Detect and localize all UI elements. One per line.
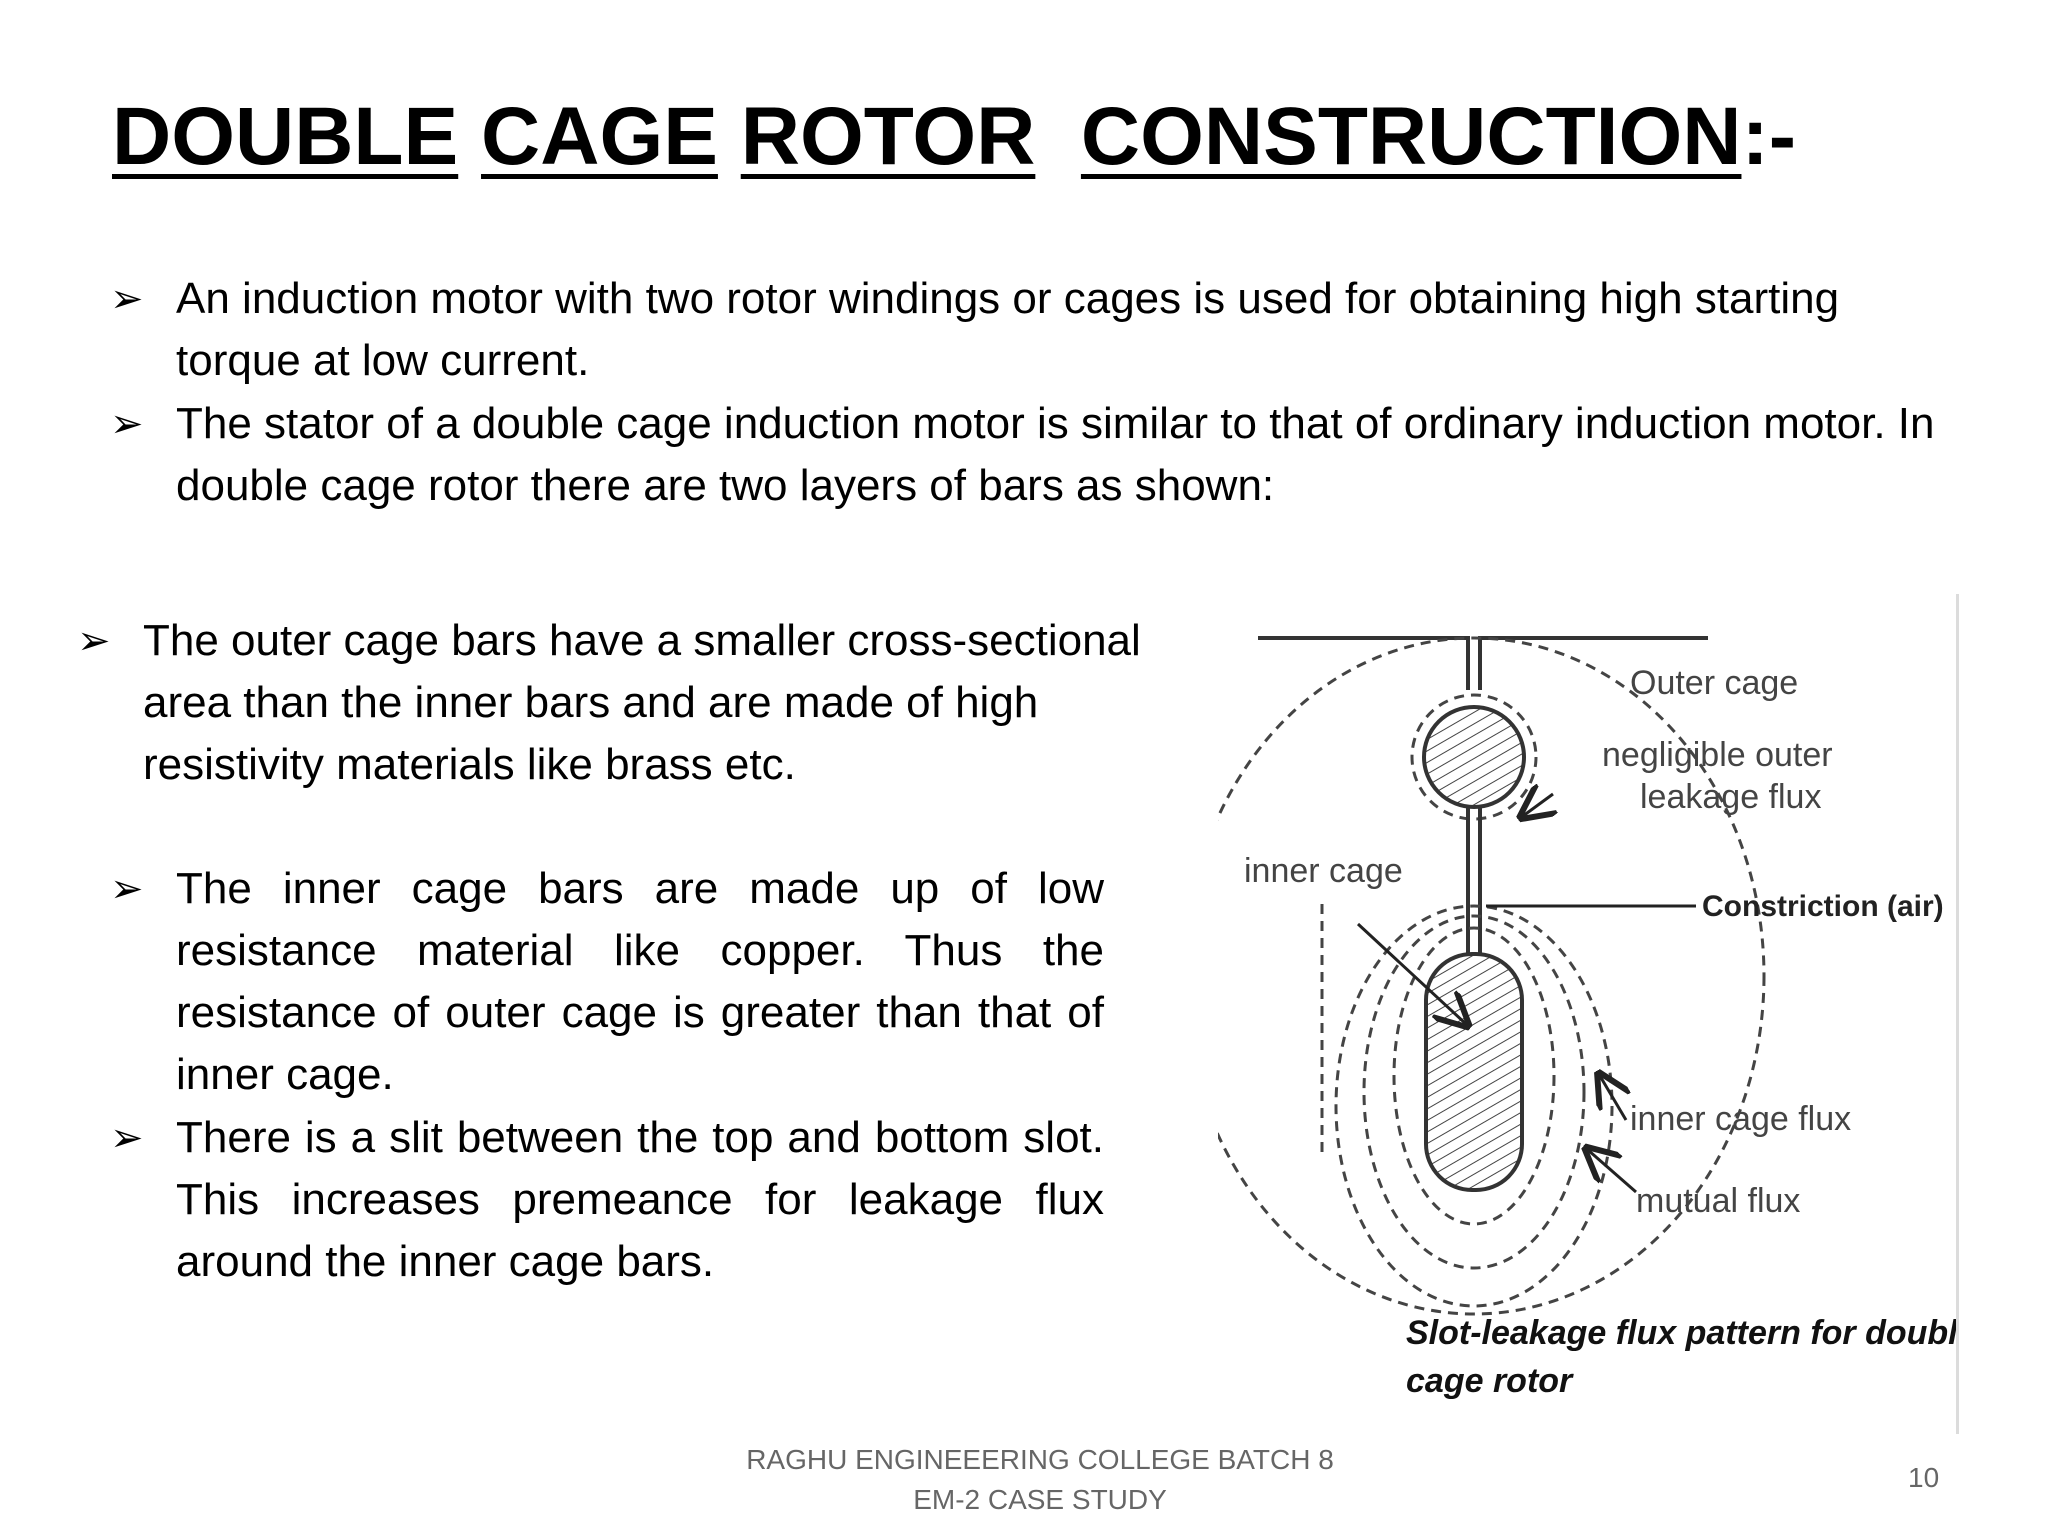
bullet-text: The outer cage bars have a smaller cross… (143, 616, 1141, 789)
mutual-flux-pointer-arrow (1588, 1150, 1637, 1194)
outer-flux-pointer-arrow (1523, 794, 1553, 816)
inner-flux-pointer-arrow (1600, 1076, 1626, 1121)
title-word: CONSTRUCTION (1080, 91, 1742, 182)
bullet-item: ➢ The inner cage bars are made up of low… (110, 858, 1104, 1106)
outer-leakage-flux-line (1410, 693, 1538, 821)
bullet-arrow-icon: ➢ (110, 867, 144, 911)
label-outer-flux-line1: negligible outer (1602, 736, 1833, 774)
bullet-arrow-icon: ➢ (77, 619, 111, 663)
bullet-item: ➢ The outer cage bars have a smaller cro… (77, 610, 1143, 796)
label-inner-cage: inner cage (1244, 852, 1403, 890)
rotor-slot-figure: Outer cage negligible outer leakage flux… (1218, 594, 1959, 1434)
bullet-text: The inner cage bars are made up of low r… (176, 864, 1104, 1099)
bullet-arrow-icon: ➢ (110, 277, 144, 321)
label-outer-cage: Outer cage (1630, 664, 1798, 702)
bullet-item: ➢ The stator of a double cage induction … (110, 393, 1966, 517)
slide-footer: RAGHU ENGINEEERING COLLEGE BATCH 8 EM-2 … (690, 1440, 1390, 1520)
outer-cage-bar (1422, 705, 1526, 809)
title-word: DOUBLE (112, 91, 459, 182)
label-mutual-flux: mutual flux (1636, 1182, 1800, 1220)
title-word: CAGE (481, 91, 718, 182)
bullet-text: An induction motor with two rotor windin… (176, 274, 1840, 385)
mutual-flux-line (1218, 636, 1766, 1316)
footer-line2: EM-2 CASE STUDY (913, 1484, 1167, 1515)
title-suffix: :- (1741, 91, 1797, 182)
label-constriction: Constriction (air) (1702, 890, 1944, 923)
bullet-item: ➢ There is a slit between the top and bo… (110, 1107, 1104, 1293)
figure-caption-line2: cage rotor (1406, 1362, 1574, 1400)
label-inner-cage-flux: inner cage flux (1630, 1100, 1851, 1138)
inner-cage-flux-line (1362, 914, 1586, 1270)
page-number: 10 (1908, 1462, 1940, 1493)
inner-cage-pointer-arrow (1356, 922, 1466, 1024)
label-outer-flux-line2: leakage flux (1640, 778, 1821, 816)
inner-cage-bar (1424, 952, 1524, 1192)
slot-leakage-diagram: Outer cage negligible outer leakage flux… (1218, 636, 1956, 1400)
inner-cage-flux-line (1392, 926, 1556, 1226)
bullet-text: The stator of a double cage induction mo… (176, 399, 1935, 510)
bullet-item: ➢ An induction motor with two rotor wind… (110, 268, 1926, 392)
bullet-arrow-icon: ➢ (110, 1116, 144, 1160)
footer-line1: RAGHU ENGINEEERING COLLEGE BATCH 8 (746, 1444, 1334, 1475)
figure-caption-line1: Slot-leakage flux pattern for double- (1406, 1314, 1956, 1352)
bullet-arrow-icon: ➢ (110, 402, 144, 446)
title-word: ROTOR (740, 91, 1036, 182)
slide-title: DOUBLE CAGE ROTOR CONSTRUCTION:- (112, 91, 1797, 182)
bullet-text: There is a slit between the top and bott… (176, 1113, 1104, 1286)
